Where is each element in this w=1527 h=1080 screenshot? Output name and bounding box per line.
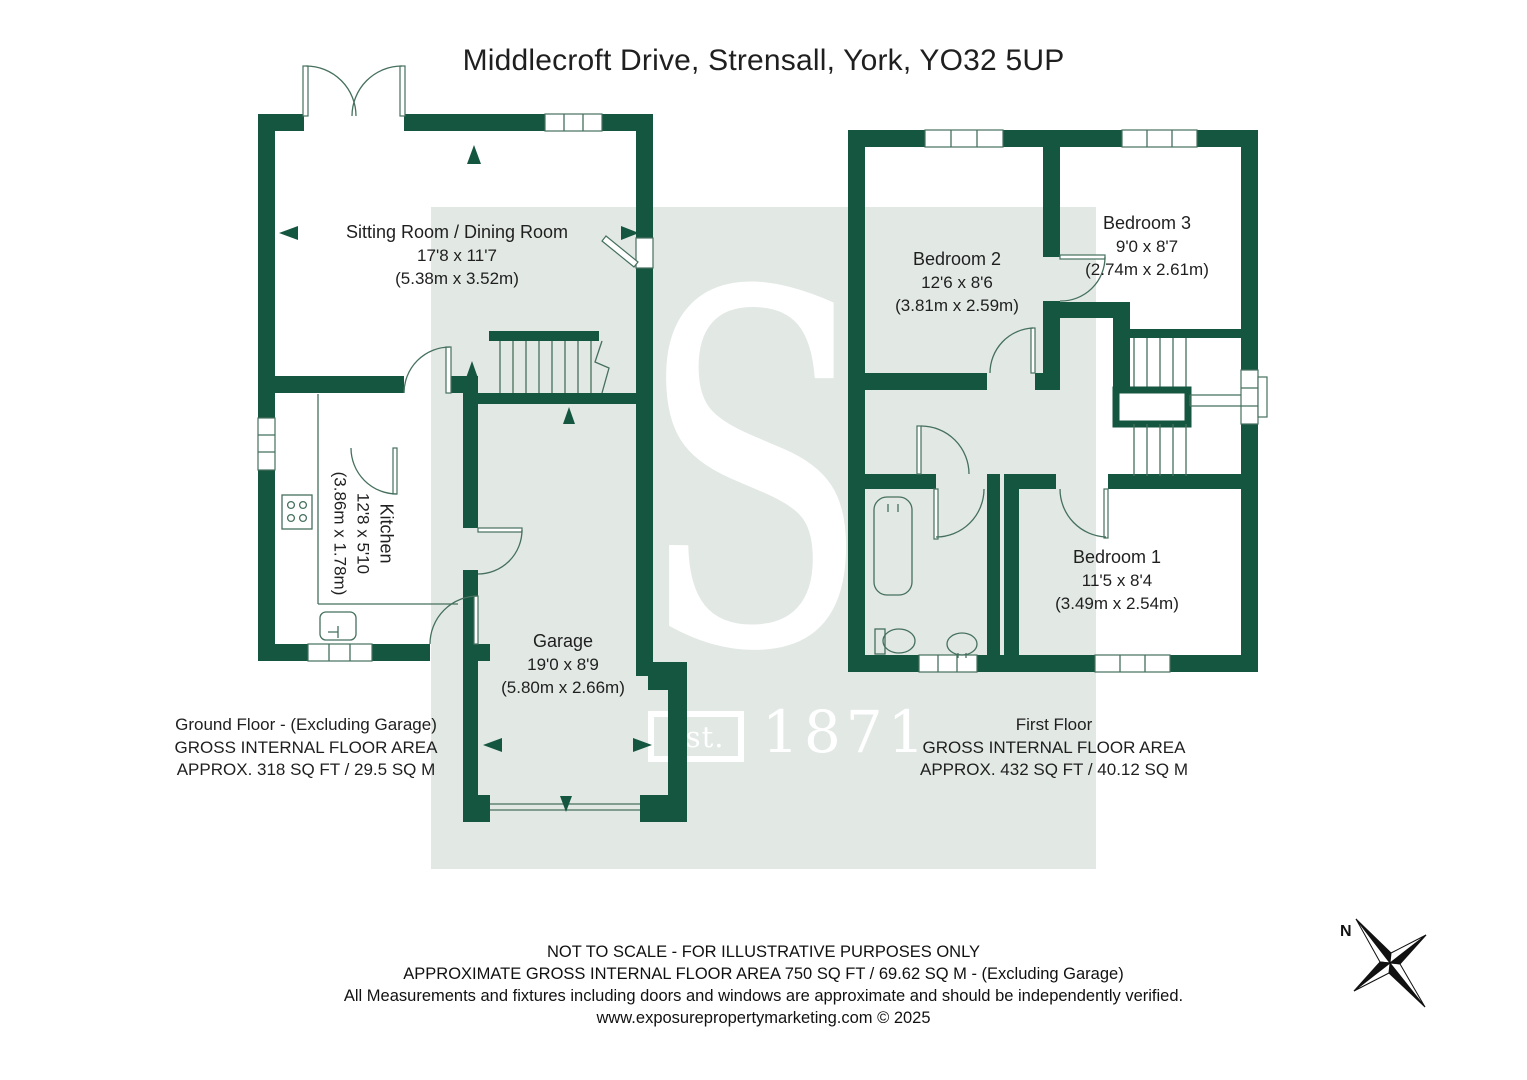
room-label-sitting-room: Sitting Room / Dining Room 17'8 x 11'7 (… [332, 221, 582, 290]
room-size-imperial: 12'6 x 8'6 [921, 273, 993, 292]
door-icon [403, 346, 452, 394]
room-size-metric: (3.81m x 2.59m) [895, 296, 1019, 315]
window-icon [307, 643, 373, 662]
room-size-metric: (3.86m x 1.78m) [330, 471, 350, 596]
door-icon [601, 235, 654, 269]
window-icon [1240, 369, 1268, 425]
room-label-garage: Garage 19'0 x 8'9 (5.80m x 2.66m) [483, 630, 643, 699]
room-label-kitchen: Kitchen 12'8 x 5'10 (3.86m x 1.78m) [329, 459, 398, 609]
window-icon [544, 113, 603, 132]
gf-stairs [489, 331, 610, 394]
room-name: Bedroom 2 [912, 249, 1002, 269]
compass-north-label: N [1340, 923, 1352, 940]
room-size-imperial: 12'8 x 5'10 [353, 492, 373, 575]
footer-copyright: www.exposurepropertymarketing.com © 2025 [596, 1009, 931, 1027]
ff-windows [918, 129, 1268, 673]
room-size-imperial: 17'8 x 11'7 [417, 246, 497, 265]
door-icon [1059, 488, 1109, 539]
toilet-icon [874, 628, 916, 655]
window-icon [918, 654, 978, 673]
footer-total-area: APPROXIMATE GROSS INTERNAL FLOOR AREA 75… [403, 965, 1124, 983]
floor-area-caption: GROSS INTERNAL FLOOR AREA [922, 737, 1186, 757]
footer-measurements-note: All Measurements and fixtures including … [343, 987, 1184, 1005]
page-title: Middlecroft Drive, Strensall, York, YO32… [462, 44, 1065, 77]
gf-doors [302, 65, 654, 645]
floor-area-value: APPROX. 318 SQ FT / 29.5 SQ M [176, 760, 436, 779]
window-icon [257, 417, 276, 471]
gf-windows [257, 113, 603, 662]
door-icon [916, 425, 970, 475]
door-icon [429, 595, 479, 645]
room-size-metric: (2.74m x 2.61m) [1085, 260, 1209, 279]
floor-name: Ground Floor - (Excluding Garage) [175, 715, 437, 734]
room-size-imperial: 11'5 x 8'4 [1081, 571, 1153, 590]
floor-name: First Floor [1015, 715, 1093, 734]
window-icon [1121, 129, 1198, 148]
door-icon [989, 327, 1036, 374]
room-size-metric: (3.49m x 2.54m) [1055, 594, 1179, 613]
room-name: Kitchen [376, 503, 397, 564]
floor-area-value: APPROX. 432 SQ FT / 40.12 SQ M [919, 760, 1188, 779]
room-name: Bedroom 1 [1072, 547, 1162, 567]
window-icon [924, 129, 1004, 148]
room-size-metric: (5.80m x 2.66m) [501, 678, 625, 697]
door-icon [350, 447, 398, 495]
ground-floor-area-label: Ground Floor - (Excluding Garage) GROSS … [166, 714, 446, 782]
door-icon [477, 527, 523, 575]
counter-line [317, 394, 458, 605]
ff-walls [848, 130, 1258, 672]
room-size-imperial: 9'0 x 8'7 [1115, 237, 1179, 256]
hob-icon [281, 494, 313, 530]
gf-kitchen-fixtures [281, 394, 458, 641]
ground-floor-plan [257, 65, 687, 822]
room-label-bedroom-3: Bedroom 3 9'0 x 8'7 (2.74m x 2.61m) [1067, 212, 1227, 281]
ff-bathroom-fixtures [873, 496, 978, 658]
room-name: Bedroom 3 [1102, 213, 1192, 233]
first-floor-plan [848, 129, 1268, 673]
floor-area-caption: GROSS INTERNAL FLOOR AREA [174, 737, 438, 757]
room-name: Sitting Room / Dining Room [345, 222, 569, 242]
room-label-bedroom-1: Bedroom 1 11'5 x 8'4 (3.49m x 2.54m) [1037, 546, 1197, 615]
compass-icon: N [1340, 918, 1427, 1008]
door-icon [1059, 254, 1106, 302]
watermark-square [431, 207, 1096, 869]
ff-doors [916, 254, 1109, 540]
room-size-imperial: 19'0 x 8'9 [527, 655, 599, 674]
watermark-s-letter: S [637, 191, 872, 758]
watermark-year: 1871 [762, 698, 930, 766]
room-label-bedroom-2: Bedroom 2 12'6 x 8'6 (3.81m x 2.59m) [877, 248, 1037, 317]
sink-icon [319, 611, 357, 641]
disclaimer-footer: NOT TO SCALE - FOR ILLUSTRATIVE PURPOSES… [0, 941, 1527, 1029]
footer-not-to-scale: NOT TO SCALE - FOR ILLUSTRATIVE PURPOSES… [546, 943, 981, 961]
ff-stairs [1110, 329, 1243, 485]
first-floor-area-label: First Floor GROSS INTERNAL FLOOR AREA AP… [914, 714, 1194, 782]
door-icon [933, 488, 985, 540]
gf-arrows [279, 145, 652, 812]
french-doors-icon [302, 65, 406, 117]
gf-walls [258, 114, 687, 822]
basin-icon [946, 632, 978, 658]
window-icon [1094, 654, 1171, 673]
bathtub-icon [873, 496, 913, 596]
room-name: Garage [532, 631, 594, 651]
room-size-metric: (5.38m x 3.52m) [395, 269, 519, 288]
